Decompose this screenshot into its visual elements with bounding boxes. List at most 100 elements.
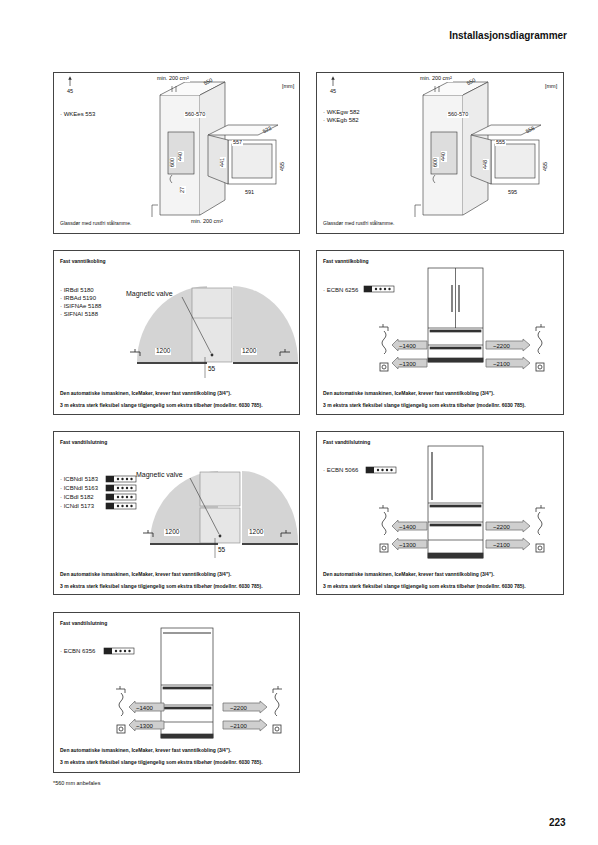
panel-box: Fast vandtilslutning· ICBNdI 5183· ICBNd…	[53, 431, 300, 595]
panel-box: Fast vandtilslutning · ECBN 5066Den autom…	[316, 431, 564, 595]
panel-note: Fast vanntilkobling	[323, 259, 557, 265]
dimension-label: min. 200 cm²	[190, 219, 224, 225]
energy-badge	[106, 485, 136, 491]
dimension-label: 441	[220, 157, 226, 168]
dimension-label: [mm]	[282, 84, 294, 90]
dimension-label: ~2100	[493, 361, 510, 367]
model-name: · ECBN 5066	[323, 467, 557, 474]
dimension-label: ~1400	[136, 705, 153, 711]
panel-box: Fast vanntilkobling · ECBN 6256Den automa…	[316, 250, 564, 415]
panel-note: 3 m ekstra sterk fleksibel slange tilgje…	[323, 403, 557, 409]
dimension-label: 27	[180, 186, 186, 194]
panel-box: · WKEgw 582· WKEgb 582Glassdør med rustf…	[316, 72, 564, 234]
dimension-label: 45	[67, 89, 73, 95]
dimension-label: Magnetic valve	[126, 290, 173, 297]
energy-badge	[366, 467, 396, 473]
model-name: · ICNdI 5173	[60, 503, 293, 510]
panel-note: Fast vanntilkobling	[60, 259, 293, 265]
dimension-label: 555	[495, 140, 506, 146]
model-name: Glassdør med rustfri stålramme.	[60, 221, 293, 227]
dimension-label: 455	[280, 161, 286, 172]
energy-badge	[106, 476, 136, 482]
fridge-drawing	[428, 446, 483, 558]
dimension-label: 558	[525, 126, 536, 135]
model-name: · WKEes 553	[60, 111, 293, 118]
fridge-drawing	[428, 268, 483, 362]
panel-note: 3 m ekstra sterk fleksibel slange tilgje…	[60, 584, 293, 590]
page-title: Installasjonsdiagrammer	[449, 30, 567, 41]
energy-badge	[364, 286, 394, 292]
dimension-label: ~2100	[230, 723, 247, 729]
cabinet-drawing	[152, 82, 278, 217]
panel-note: Den automatiske ismaskinen, IceMaker, kr…	[60, 748, 293, 754]
dimension-label: 55	[208, 366, 215, 373]
dimension-label: min. 200 cm²	[156, 76, 190, 82]
dimension-label: ~2200	[230, 705, 247, 711]
dimension-label: 1200	[241, 348, 257, 355]
dimension-label: 550	[466, 78, 477, 87]
water-connection-drawing	[130, 286, 298, 378]
dimension-label: 55	[218, 547, 225, 554]
dimension-label: 550	[203, 78, 214, 87]
model-name: · WKEgw 582	[323, 109, 557, 116]
hose-drawing	[379, 324, 545, 371]
panel-note: Den automatiske ismaskinen, IceMaker, kr…	[60, 572, 293, 578]
panel-box: Fast vandtilslutning · ECBN 6356Den autom…	[53, 612, 300, 773]
model-name: · WKEgb 582	[323, 117, 557, 124]
model-name: · ECBN 6256	[323, 287, 557, 294]
dimension-label: 560-570	[447, 112, 469, 118]
model-name: · ISIFNAe 5188	[60, 303, 293, 310]
model-name: · SIFNAI 5188	[60, 311, 293, 318]
dimension-label: ~2200	[493, 524, 510, 530]
dimension-label: 1200	[248, 529, 264, 536]
panel-note: Den automatiske ismaskinen, IceMaker, kr…	[60, 391, 293, 397]
model-name: · ICBNdI 5163	[60, 485, 293, 492]
dimension-label: 455	[543, 161, 549, 172]
dimension-label: 448	[483, 159, 489, 170]
dimension-label: ~1300	[399, 361, 416, 367]
panel-box: · WKEes 553Glassdør med rustfri stålramm…	[53, 72, 300, 234]
dimension-label: 591	[244, 190, 255, 196]
model-name: · IRBdI 5180	[60, 287, 293, 294]
dimension-label: 1200	[164, 529, 180, 536]
dimension-label: 45	[330, 89, 336, 95]
model-name: Glassdør med rustfri stålramme.	[323, 221, 557, 227]
panel-note: Den automatiske ismaskinen, IceMaker, kr…	[323, 572, 557, 578]
dimension-label: 440	[178, 151, 184, 162]
panel-box: Fast vanntilkobling · IRBdI 5180· IRBAd 5…	[53, 250, 300, 415]
dimension-label: ~2200	[493, 343, 510, 349]
panel-note: Den automatiske ismaskinen, IceMaker, kr…	[323, 391, 557, 397]
energy-badge	[104, 648, 134, 654]
fridge-drawing	[161, 628, 213, 738]
dimension-label: ~2100	[493, 542, 510, 548]
dimension-label: ~1300	[136, 723, 153, 729]
energy-badge	[106, 503, 136, 509]
panel-note: 3 m ekstra sterk fleksibel slange tilgje…	[60, 403, 293, 409]
model-name: · IRBAd 5190	[60, 295, 293, 302]
dimension-label: 522	[262, 126, 273, 135]
panel-note: 3 m ekstra sterk fleksibel slange tilgje…	[323, 584, 557, 590]
dimension-label: Magnetic valve	[136, 471, 183, 478]
dimension-label: 440	[441, 151, 447, 162]
dimension-label: ~1400	[399, 343, 416, 349]
model-name: · ICBdI 5182	[60, 494, 293, 501]
panel-note: Fast vandtilslutning	[323, 440, 557, 446]
dimension-label: 600	[170, 157, 176, 168]
model-name: · ECBN 6356	[60, 648, 293, 655]
dimension-label: 600	[433, 157, 439, 168]
page-number: 223	[549, 818, 566, 828]
panel-note: Fast vandtilslutning	[60, 621, 293, 627]
dimension-label: min. 200 cm²	[419, 76, 453, 82]
energy-badge	[106, 494, 136, 500]
panel-note: Fast vandtilslutning	[60, 440, 293, 446]
dimension-label: ~1400	[399, 524, 416, 530]
dimension-label: 560-570	[184, 112, 206, 118]
hose-drawing	[116, 686, 282, 733]
dimension-label: [mm]	[545, 84, 557, 90]
panel-note: 3 m ekstra sterk fleksibel slange tilgje…	[60, 760, 293, 766]
hose-drawing	[379, 505, 545, 552]
dimension-label: ~1300	[399, 542, 416, 548]
cabinet-drawing	[415, 82, 541, 217]
dimension-label: 557	[232, 140, 243, 146]
